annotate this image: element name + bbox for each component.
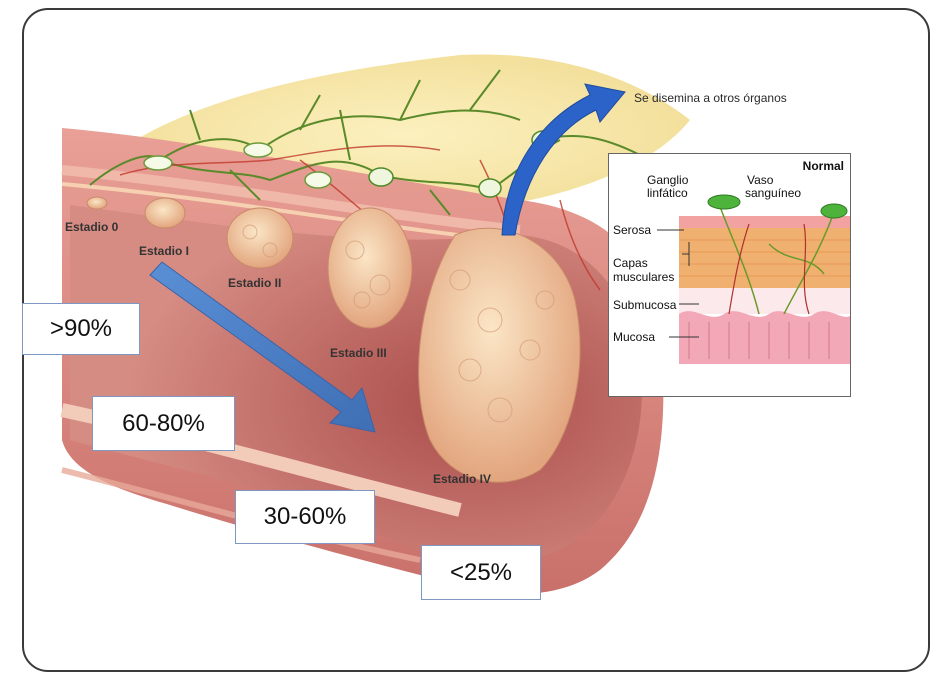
stage-4-label: Estadio IV [433,472,491,486]
capas-label-2: musculares [613,271,674,284]
stage-1-label: Estadio I [139,244,189,258]
capas-label-1: Capas [613,257,648,270]
tumor-stage-3 [328,208,412,328]
submucosa-label: Submucosa [613,299,676,312]
stage-3-label: Estadio III [330,346,387,360]
survival-stage-1: >90% [22,303,140,355]
ganglio-label-2: linfático [647,187,688,200]
spread-label: Se disemina a otros órganos [634,91,787,105]
tumor-stage-4 [419,228,581,482]
vaso-label-2: sanguíneo [745,187,801,200]
tumor-stage-1 [145,198,185,228]
survival-stage-2: 60-80% [92,396,235,451]
inset-title: Normal [803,160,844,173]
tumor-stage-2 [227,208,293,268]
survival-stage-4: <25% [421,545,541,600]
tumor-stage-0 [87,197,107,209]
stage-0-label: Estadio 0 [65,220,118,234]
stage-2-label: Estadio II [228,276,281,290]
mucosa-label: Mucosa [613,331,655,344]
serosa-label: Serosa [613,224,651,237]
survival-stage-3: 30-60% [235,490,375,544]
normal-wall-inset: Normal Ganglio linfático Vaso sanguíneo … [608,153,851,397]
